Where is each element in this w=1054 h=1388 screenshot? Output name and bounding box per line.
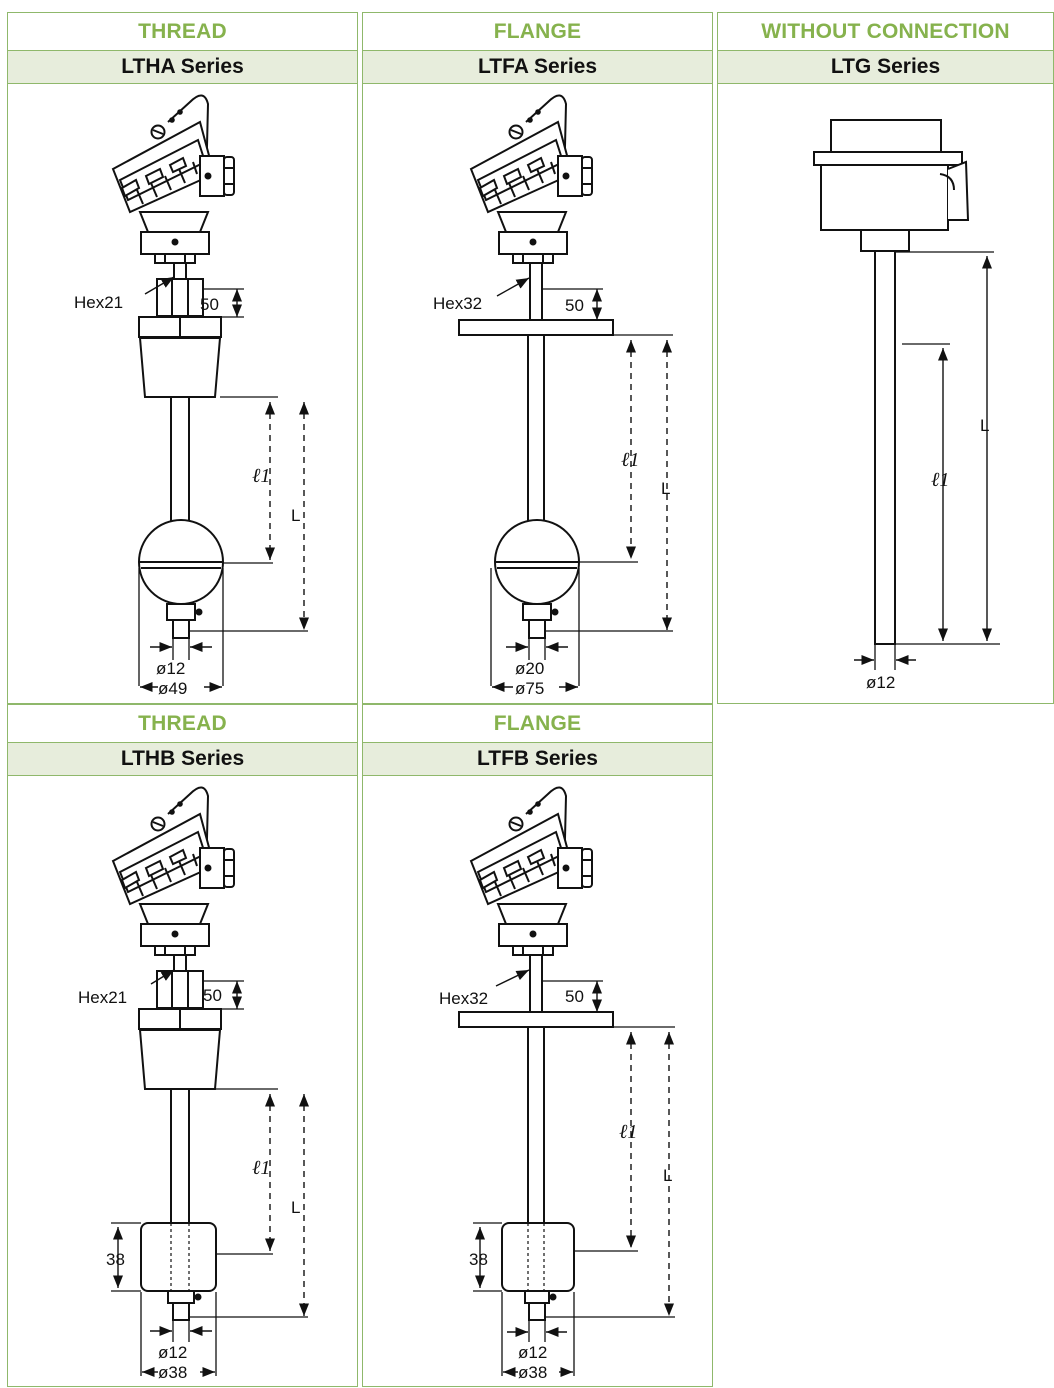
terminal-head xyxy=(112,94,235,264)
category-label: THREAD xyxy=(138,20,227,43)
panel-ltfa: FLANGE LTFA Series xyxy=(362,12,713,704)
ltg-body xyxy=(813,119,1000,670)
length-label: L xyxy=(291,1198,300,1217)
series-label: LTHB Series xyxy=(8,742,357,776)
height-label: 38 xyxy=(106,1250,125,1269)
small-diameter-label: ø12 xyxy=(518,1343,547,1362)
small-diameter-label: ø12 xyxy=(158,1343,187,1362)
series-label: LTHA Series xyxy=(8,50,357,84)
ltfb-body xyxy=(458,954,675,1378)
ltfa-drawing: Hex32 50 ℓ1 L ø20 ø75 xyxy=(433,94,673,698)
panel-ltg: WITHOUT CONNECTION LTG Series L ℓ1 ø12 xyxy=(717,12,1054,704)
small-diameter-label: ø12 xyxy=(156,659,185,678)
category-label: WITHOUT CONNECTION xyxy=(761,20,1010,43)
panel-ltfb: FLANGE LTFB Series xyxy=(362,704,713,1387)
series-label: LTFA Series xyxy=(363,50,712,84)
length-label: L xyxy=(663,1166,672,1185)
ltg-drawing: L ℓ1 ø12 xyxy=(813,119,1000,692)
top-dim-label: 50 xyxy=(203,986,222,1005)
terminal-head xyxy=(112,786,235,956)
large-diameter-label: ø75 xyxy=(515,679,544,698)
large-diameter-label: ø38 xyxy=(518,1363,547,1382)
l1-label: ℓ1 xyxy=(621,449,639,471)
category-label: FLANGE xyxy=(493,20,582,43)
ltha-drawing: Hex21 50 ℓ1 L ø12 ø49 xyxy=(74,94,310,698)
l1-label: ℓ1 xyxy=(252,1157,270,1179)
small-diameter-label: ø12 xyxy=(866,673,895,692)
l1-label: ℓ1 xyxy=(619,1121,637,1143)
small-diameter-label: ø20 xyxy=(515,659,544,678)
terminal-head xyxy=(470,94,593,264)
length-label: L xyxy=(291,506,300,525)
length-label: L xyxy=(980,416,989,435)
ltha-body xyxy=(138,262,310,693)
hex-label: Hex32 xyxy=(433,294,482,313)
l1-label: ℓ1 xyxy=(931,469,949,491)
hex-label: Hex32 xyxy=(439,989,488,1008)
length-label: L xyxy=(661,479,670,498)
category-label: THREAD xyxy=(138,712,227,735)
panel-lthb: THREAD LTHB Series xyxy=(7,704,358,1387)
lthb-drawing: Hex21 50 ℓ1 L 38 ø12 ø38 xyxy=(78,786,310,1382)
ltfb-drawing: Hex32 50 ℓ1 L 38 ø12 ø38 xyxy=(439,786,675,1382)
top-dim-label: 50 xyxy=(565,987,584,1006)
series-label: LTG Series xyxy=(718,50,1053,84)
lthb-body xyxy=(111,954,310,1378)
panel-ltha: THREAD LTHA Series xyxy=(7,12,358,704)
large-diameter-label: ø38 xyxy=(158,1363,187,1382)
top-dim-label: 50 xyxy=(565,296,584,315)
terminal-head xyxy=(470,786,593,956)
category-label: FLANGE xyxy=(493,712,582,735)
ltfa-body xyxy=(458,262,673,693)
hex-label: Hex21 xyxy=(74,293,123,312)
l1-label: ℓ1 xyxy=(252,465,270,487)
series-label: LTFB Series xyxy=(363,742,712,776)
height-label: 38 xyxy=(469,1250,488,1269)
top-dim-label: 50 xyxy=(200,295,219,314)
large-diameter-label: ø49 xyxy=(158,679,187,698)
hex-label: Hex21 xyxy=(78,988,127,1007)
